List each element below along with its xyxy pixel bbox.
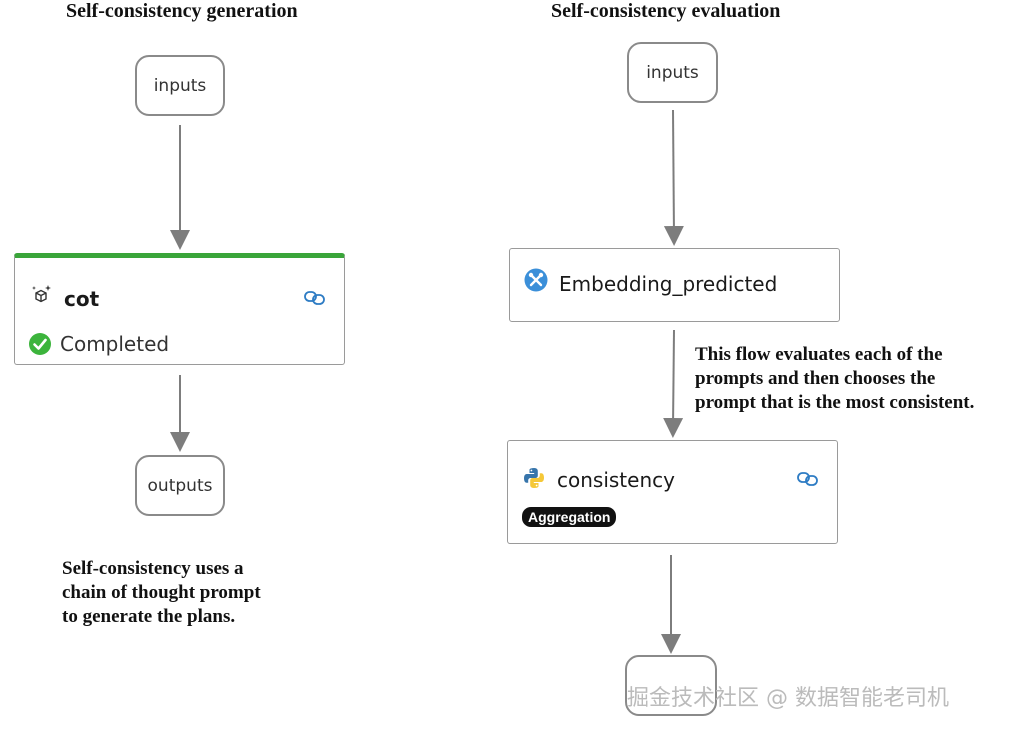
right-annotation-line: This flow evaluates each of the — [695, 344, 943, 365]
left-inputs-node[interactable]: inputs — [135, 55, 225, 116]
tools-icon — [524, 268, 548, 292]
right-annotation-line: prompts and then chooses the — [695, 368, 936, 389]
right-annotation-line: prompt that is the most consistent. — [695, 392, 975, 413]
python-icon — [524, 468, 544, 488]
left-annotation-line: chain of thought prompt — [62, 582, 261, 603]
check-circle-icon — [29, 333, 51, 355]
right-outputs-node[interactable] — [625, 655, 717, 716]
arrow-inputs-to-embedding — [663, 109, 684, 246]
left-outputs-node[interactable]: outputs — [135, 455, 225, 516]
right-heading: Self-consistency evaluation — [551, 0, 781, 22]
embedding-title: Embedding_predicted — [559, 272, 778, 296]
cot-status-label: Completed — [60, 332, 170, 356]
consistency-node[interactable]: consistency Aggregation — [507, 440, 838, 544]
cot-status: Completed — [28, 332, 169, 356]
cot-node[interactable]: cot Completed — [14, 253, 345, 365]
left-annotation: Self-consistency uses a chain of thought… — [62, 557, 261, 629]
link-icon[interactable] — [796, 470, 820, 488]
cot-title: cot — [64, 287, 100, 311]
aggregation-badge: Aggregation — [522, 507, 617, 527]
right-annotation: This flow evaluates each of the prompts … — [695, 343, 974, 415]
sparkle-cube-icon — [32, 285, 51, 303]
link-icon[interactable] — [303, 289, 327, 307]
left-annotation-line: Self-consistency uses a — [62, 558, 244, 579]
right-inputs-node[interactable]: inputs — [627, 42, 718, 103]
left-annotation-line: to generate the plans. — [62, 606, 236, 627]
left-inputs-label: inputs — [153, 75, 207, 96]
left-outputs-label: outputs — [147, 475, 213, 496]
embedding-node[interactable]: Embedding_predicted — [509, 248, 840, 322]
arrow-embedding-to-consistency — [663, 329, 684, 438]
left-heading: Self-consistency generation — [66, 0, 298, 22]
watermark: 掘金技术社区 @ 数据智能老司机 — [627, 686, 949, 711]
right-inputs-label: inputs — [646, 62, 699, 83]
consistency-title: consistency — [557, 468, 675, 492]
